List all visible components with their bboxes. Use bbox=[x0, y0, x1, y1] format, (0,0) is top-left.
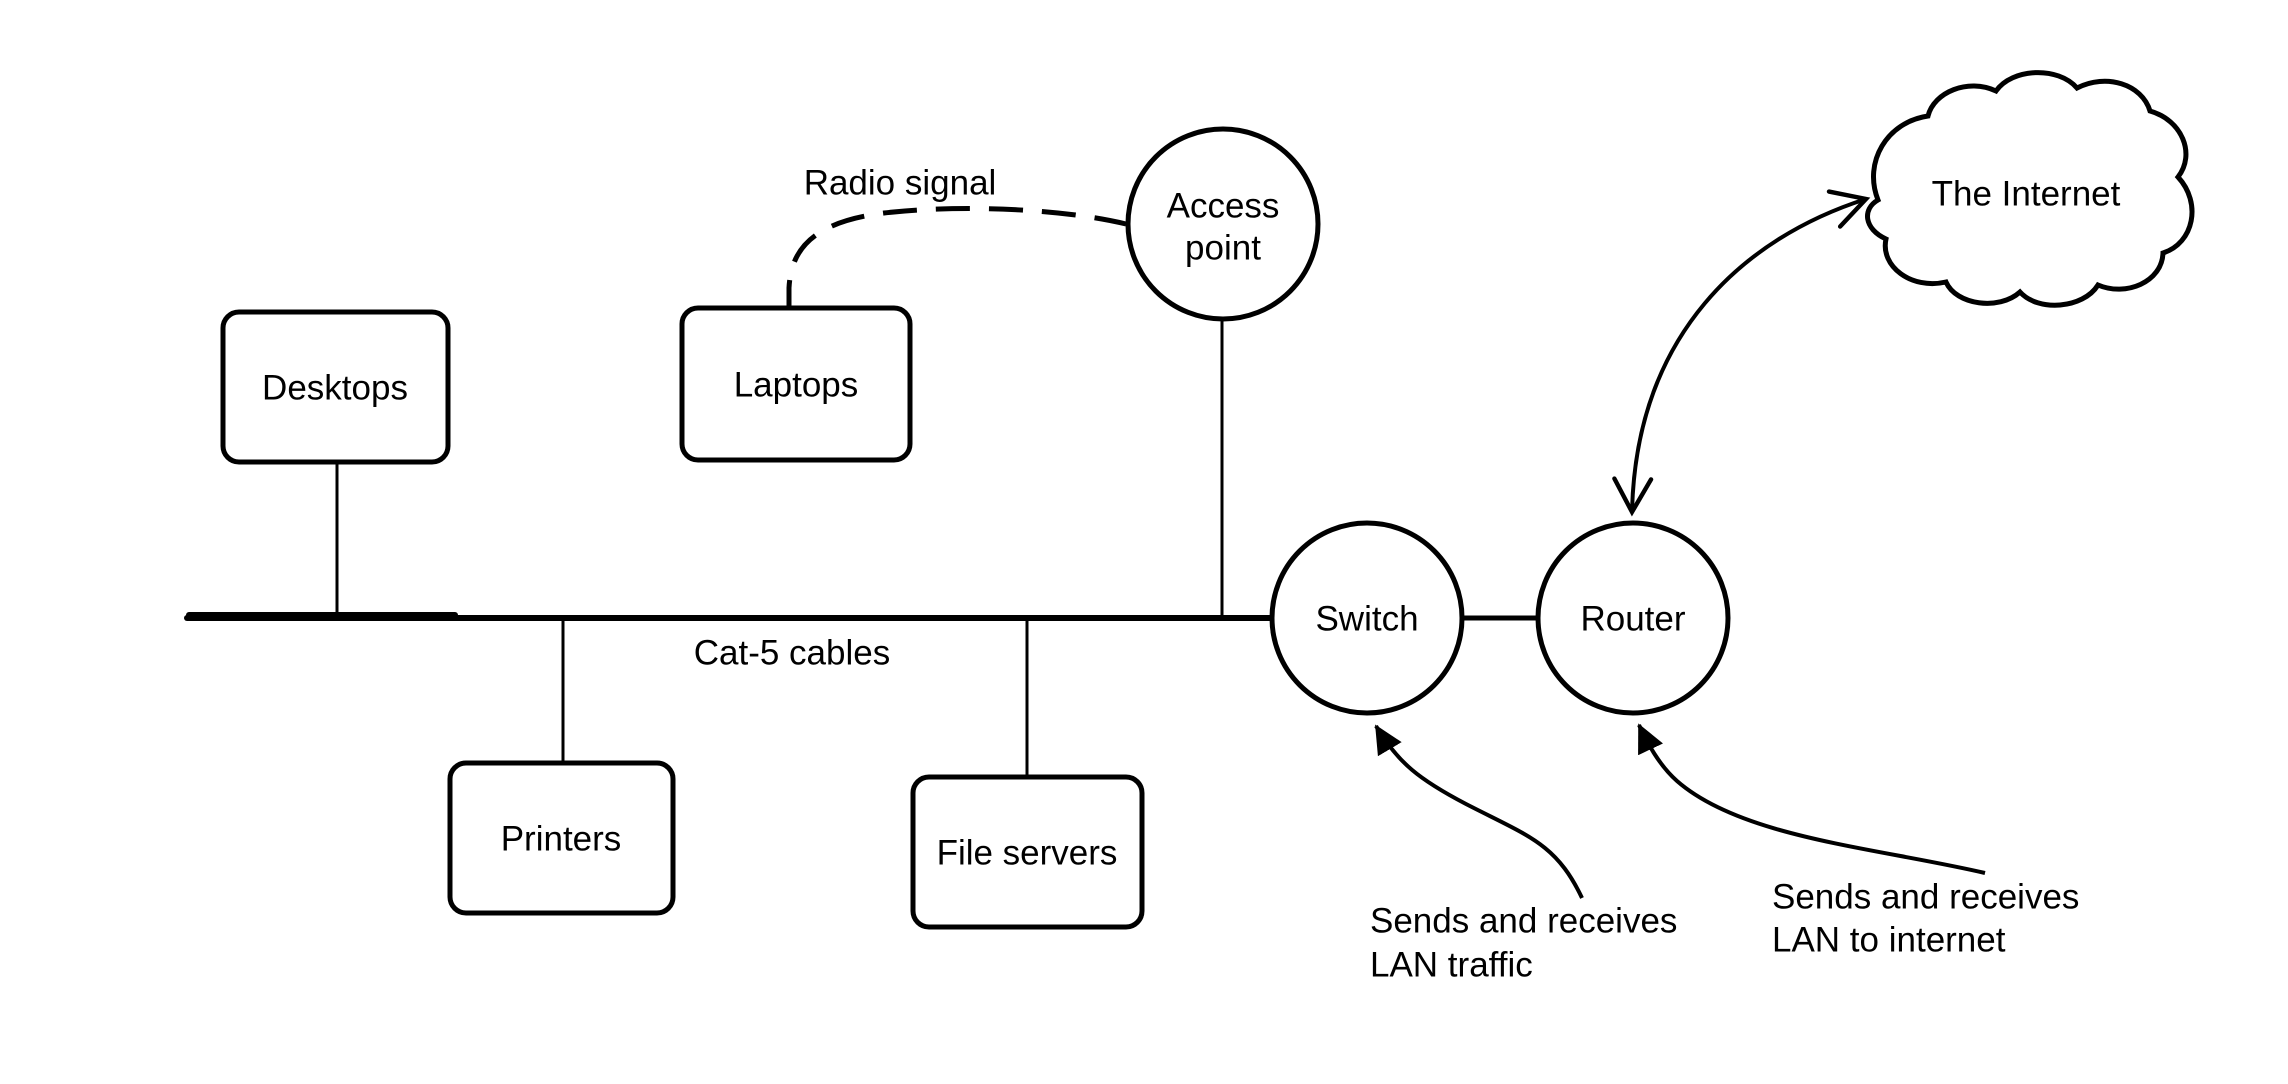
switch-note-line1: Sends and receives bbox=[1370, 902, 1677, 941]
printers-label: Printers bbox=[501, 820, 622, 859]
access-point-circle bbox=[1125, 126, 1321, 322]
switch-label: Switch bbox=[1315, 600, 1418, 639]
laptops-box bbox=[679, 305, 913, 463]
radio-signal-dashed-curve bbox=[786, 206, 1127, 314]
router-circle bbox=[1535, 520, 1731, 716]
switch-note-arrow bbox=[1374, 724, 1584, 899]
desktops-box bbox=[220, 309, 451, 465]
access-point-label-line2: point bbox=[1185, 229, 1261, 268]
desktops-label: Desktops bbox=[262, 369, 408, 408]
laptops-label: Laptops bbox=[734, 366, 859, 405]
router-note-arrow bbox=[1637, 723, 1986, 875]
printers-box bbox=[447, 760, 676, 916]
access-point-label-line1: Access bbox=[1167, 187, 1280, 226]
switch-circle bbox=[1269, 520, 1465, 716]
switch-note-line2: LAN traffic bbox=[1370, 946, 1533, 985]
internet-label: The Internet bbox=[1932, 175, 2121, 214]
router-label: Router bbox=[1580, 600, 1685, 639]
router-internet-arrow bbox=[1612, 189, 1871, 517]
router-note-line2: LAN to internet bbox=[1772, 921, 2006, 960]
file-servers-box bbox=[910, 774, 1145, 930]
radio-signal-label: Radio signal bbox=[804, 164, 997, 203]
internet-cloud bbox=[1865, 70, 2195, 308]
router-note-line1: Sends and receives bbox=[1772, 878, 2079, 917]
file-servers-label: File servers bbox=[937, 834, 1118, 873]
cat5-cables-label: Cat-5 cables bbox=[694, 634, 890, 673]
